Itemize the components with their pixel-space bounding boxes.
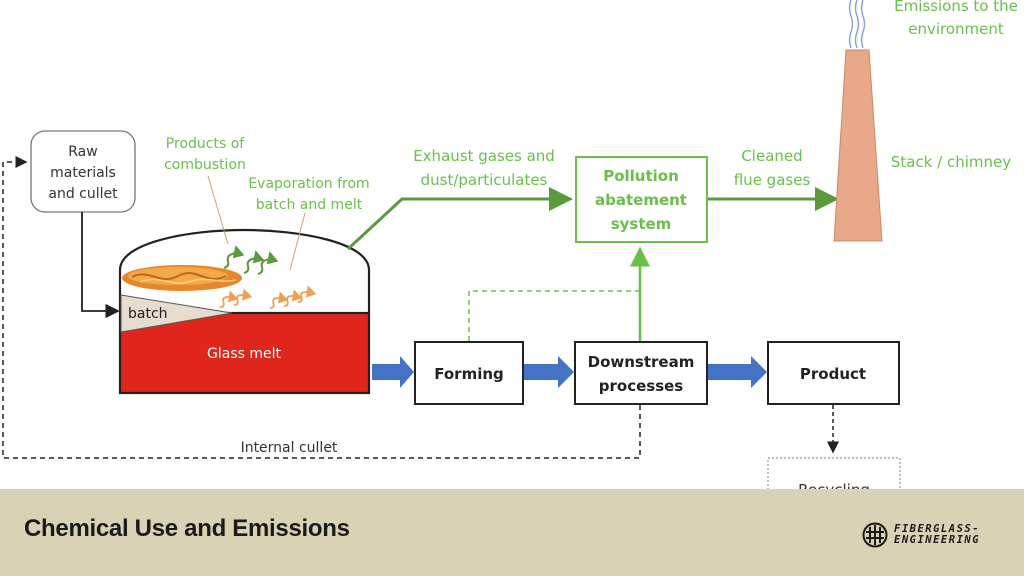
cleaned-label-line1: Cleaned <box>741 147 802 165</box>
emissions-line2: environment <box>908 20 1004 38</box>
feed-arrow <box>81 212 120 319</box>
forming-box: Forming <box>414 341 524 405</box>
raw-materials-line1: Raw <box>68 144 97 160</box>
batch-wedge <box>120 294 233 333</box>
logo-line2: ENGINEERING <box>894 534 981 546</box>
furnace: batch Glass melt <box>118 228 371 395</box>
smoke-icon-3 <box>860 0 866 49</box>
evaporation-line2: batch and melt <box>256 197 363 213</box>
raw-materials-line2: materials <box>50 165 116 181</box>
internal-cullet-label: Internal cullet <box>241 440 338 456</box>
products-combustion-line2: combustion <box>164 157 246 173</box>
downstream-to-product-arrow <box>708 356 767 388</box>
recycling-label: Recycling <box>798 481 870 490</box>
downstream-box: Downstream processes <box>574 341 708 405</box>
abatement-line1: Pollution <box>603 167 679 185</box>
abatement-line2: abatement <box>595 191 687 209</box>
forming-emission-dashed-line <box>468 290 640 341</box>
melt-to-forming-arrow <box>372 356 414 388</box>
process-diagram: Raw materials and cullet Internal cullet… <box>2 0 1018 490</box>
recycling-box: Recycling <box>767 457 901 490</box>
downstream-line1: Downstream <box>588 353 695 371</box>
forming-label: Forming <box>434 365 504 383</box>
emissions-line1: Emissions to the <box>894 0 1018 15</box>
chimney-icon <box>833 49 883 242</box>
batch-label: batch <box>128 306 168 322</box>
smoke-icon-2 <box>854 0 860 49</box>
exhaust-label-line2: dust/particulates <box>421 171 548 189</box>
abatement-line3: system <box>611 215 672 233</box>
evaporation-wave-icon-4 <box>283 289 303 307</box>
evaporation-wave-icon-3 <box>269 291 289 309</box>
downstream-line2: processes <box>599 377 684 395</box>
evaporation-wave-icon-2 <box>233 288 253 306</box>
glass-melt-label: Glass melt <box>207 346 281 362</box>
evaporation-wave-icon-5 <box>297 285 317 303</box>
glass-melt-block <box>118 311 371 395</box>
fiberglass-logo-icon <box>862 522 888 548</box>
exhaust-arrow <box>346 187 573 251</box>
logo-wordmark: FIBERGLASS- ENGINEERING <box>894 524 980 546</box>
combustion-callout-line <box>207 175 229 245</box>
brand-logo: FIBERGLASS- ENGINEERING <box>862 517 980 553</box>
stack-label: Stack / chimney <box>891 153 1011 171</box>
combustion-wave-icon-1 <box>223 245 245 269</box>
footer-bar: Chemical Use and Emissions FIBERGLASS- E… <box>0 489 1024 576</box>
product-box: Product <box>767 341 900 405</box>
evaporation-callout-line <box>289 212 306 271</box>
product-label: Product <box>800 365 866 383</box>
forming-to-downstream-arrow <box>524 356 574 388</box>
flame-icon <box>122 265 242 291</box>
slide-title: Chemical Use and Emissions <box>24 515 350 542</box>
exhaust-label-line1: Exhaust gases and <box>413 147 555 165</box>
evaporation-wave-icon-1 <box>219 290 239 308</box>
combustion-wave-icon-3 <box>257 251 279 275</box>
logo-line1: FIBERGLASS- <box>894 523 981 535</box>
products-combustion-line1: Products of <box>166 136 245 152</box>
evaporation-line1: Evaporation from <box>248 176 369 192</box>
combustion-wave-icon-2 <box>243 250 265 274</box>
smoke-icon-1 <box>848 0 854 49</box>
raw-materials-line3: and cullet <box>48 186 118 202</box>
cleaned-label-line2: flue gases <box>734 171 811 189</box>
pollution-abatement-box: Pollution abatement system <box>575 156 708 243</box>
raw-materials-box: Raw materials and cullet <box>30 130 136 213</box>
internal-cullet-arrow <box>2 156 641 459</box>
